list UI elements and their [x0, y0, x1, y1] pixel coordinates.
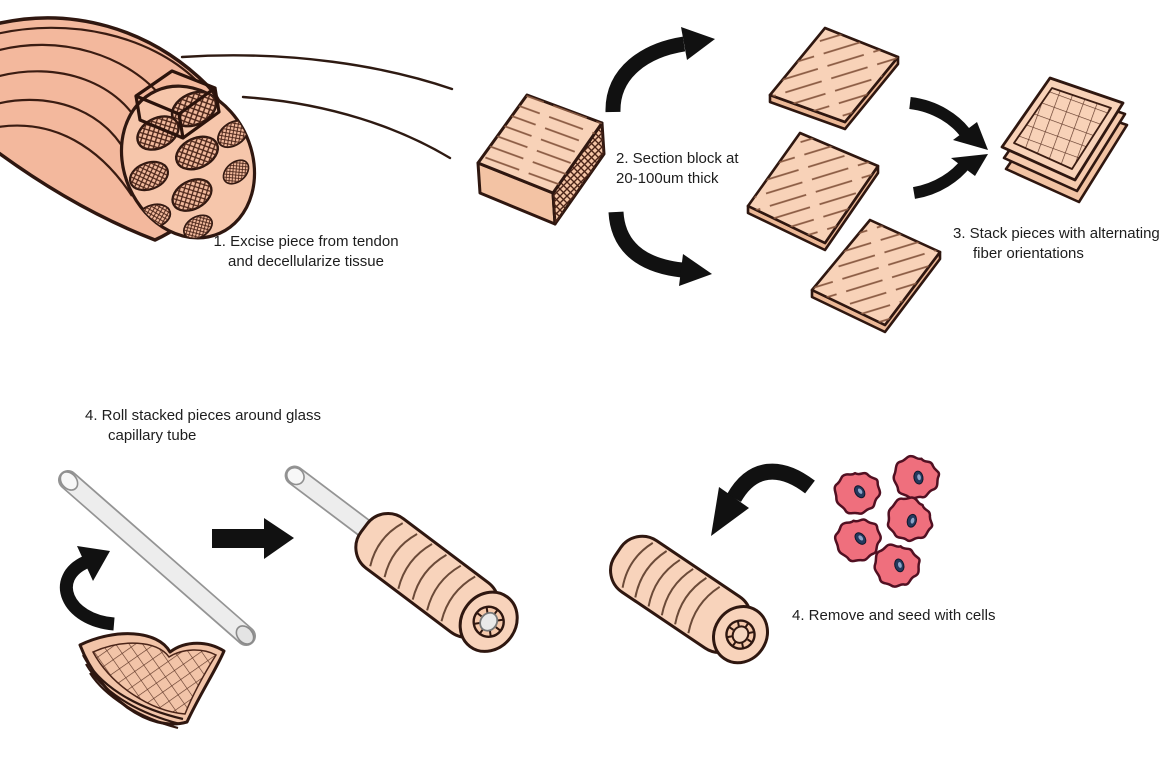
step-3-line-1: 3. Stack pieces with alternating [953, 225, 1160, 242]
rolled-scaffold [609, 534, 769, 665]
seeding-arrow [711, 463, 815, 536]
stack-arrow-lower [912, 154, 988, 199]
step-4-roll-line-2: capillary tube [108, 427, 197, 444]
rolling-arrow [60, 546, 115, 631]
stack-grid-surface [1013, 87, 1112, 170]
step-2-line-2: 20-100um thick [616, 170, 719, 187]
stacked-drape [78, 632, 226, 730]
cell [870, 541, 924, 592]
cell [831, 468, 884, 519]
section-arrow-upper [605, 27, 715, 113]
step-4-roll-line-1: 4. Roll stacked pieces around glass [85, 407, 321, 424]
cells-group [830, 451, 944, 592]
tissue-block [476, 93, 606, 226]
stack-arrow-upper [909, 97, 988, 150]
roll-arrow-straight [212, 518, 294, 559]
step-1-line-1: 1. Excise piece from tendon [213, 233, 399, 250]
tissue-section-2 [746, 131, 880, 252]
cell [877, 489, 941, 552]
step-3-line-2: fiber orientations [973, 245, 1084, 262]
tissue-section-1 [768, 26, 900, 131]
step-3-label: 3. Stack pieces with alternating fiber o… [953, 224, 1160, 264]
section-arrow-lower [608, 211, 712, 286]
rolled-scaffold-on-tube [284, 465, 519, 653]
glass-capillary-tube [58, 470, 256, 646]
step-2-label: 2. Section block at 20-100um thick [616, 149, 739, 189]
stacked-sections [1000, 76, 1129, 204]
step-4-seed-line-1: 4. Remove and seed with cells [792, 607, 996, 624]
step-1-line-2: and decellularize tissue [228, 253, 384, 270]
tendon-whisker-lines [180, 54, 454, 160]
step-2-line-1: 2. Section block at [616, 150, 739, 167]
step-1-label: 1. Excise piece from tendon and decellul… [180, 232, 432, 272]
cell [887, 451, 944, 506]
step-4-seed-label: 4. Remove and seed with cells [792, 606, 995, 626]
tissue-section-3 [810, 218, 942, 334]
tendon-illustration [0, 16, 454, 245]
step-4-roll-label: 4. Roll stacked pieces around glass capi… [85, 406, 321, 446]
excised-piece-outline [134, 69, 221, 140]
